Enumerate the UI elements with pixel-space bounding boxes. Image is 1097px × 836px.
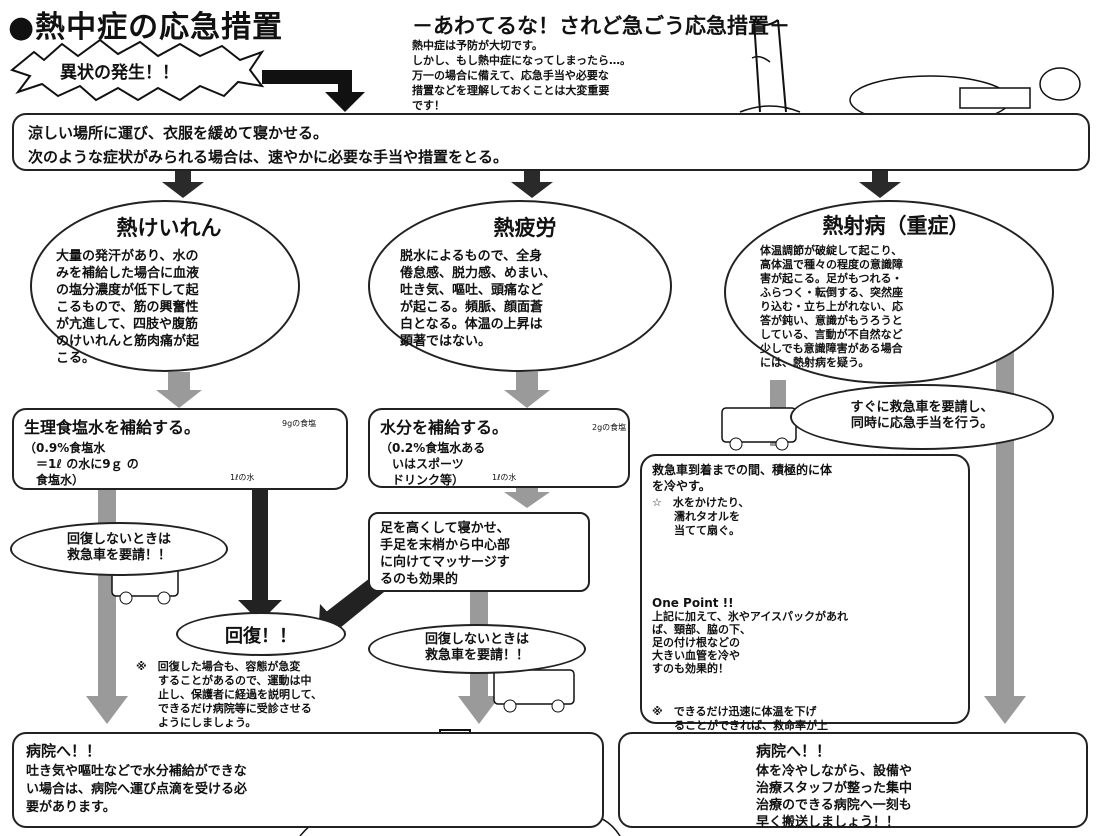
alert-burst <box>9 38 265 102</box>
heat-exhaustion-circle: 熱疲労 脱水によるもので、全身 倦怠感、脱力感、めまい、 吐き気、嘔吐、頭痛など… <box>368 200 672 372</box>
ambulance-call-text: すぐに救急車を要請し、 同時に応急手当を行う。 <box>850 400 994 431</box>
alert-label: 異状の発生！！ <box>60 63 179 83</box>
heat-cramps-title: 熱けいれん <box>116 216 222 240</box>
no-recovery-text-left: 回復しないときは 救急車を要請！！ <box>66 532 171 563</box>
massage-text: 足を高くして寝かせ、 手足を末梢から中心部 に向けてマッサージす るのも効果的 <box>380 521 511 587</box>
cooling-box: 救急車到着までの間、積極的に体 を冷やす。 ☆ 水をかけたり、 濡れタオルを 当… <box>640 454 970 746</box>
heat-cramps-description: 大量の発汗があり、水の みを補給した場合に血液 の塩分濃度が低下して起 こるもの… <box>56 249 200 366</box>
massage-box: 足を高くして寝かせ、 手足を末梢から中心部 に向けてマッサージす るのも効果的 <box>368 512 590 592</box>
no-recovery-ellipse-left: 回復しないときは 救急車を要請！！ <box>10 522 228 576</box>
recovery-note: ※ 回復した場合も、容態が急変 することがあるので、運動は中 止し、保護者に経過… <box>136 660 323 729</box>
first-aid-line-2: 次のような症状がみられる場合は、速やかに必要な手当や措置をとる。 <box>28 148 509 166</box>
heat-stroke-title: 熱射病（重症） <box>822 214 970 238</box>
hospital-left-box: 病院へ！！ 吐き気や嘔吐などで水分補給ができな い場合は、病院へ運び点滴を受ける… <box>12 732 604 828</box>
bottle-label-salt-left: 9gの食塩 <box>282 419 317 428</box>
ambulance-call-ellipse: すぐに救急車を要請し、 同時に応急手当を行う。 <box>790 384 1054 450</box>
hospital-left-title: 病院へ！！ <box>26 742 102 760</box>
page-subtitle: －あわてるな！されど急ごう応急措置－ <box>412 14 790 38</box>
first-aid-line-1: 涼しい場所に運び、衣服を緩めて寝かせる。 <box>28 124 329 142</box>
heat-stroke-description: 体温調節が破綻して起こり、 高体温で種々の程度の意識障 害が起こる。足がもつれる… <box>760 244 903 369</box>
no-recovery-ellipse-center: 回復しないときは 救急車を要請！！ <box>368 624 586 674</box>
ambulance-illustration-right-top <box>721 407 797 451</box>
saline-title: 生理食塩水を補給する。 <box>24 418 201 437</box>
lying-person-illustration <box>849 67 1081 135</box>
water-box: 水分を補給する。 （0.2%食塩水ある いはスポーツ ドリンク等） 2gの食塩 … <box>368 408 630 488</box>
first-aid-banner: 涼しい場所に運び、衣服を緩めて寝かせる。 次のような症状がみられる場合は、速やか… <box>12 113 1090 171</box>
bottle-label-water-left: 1ℓの水 <box>230 473 255 482</box>
recovery-label: 回復！！ <box>225 626 297 647</box>
saline-detail: （0.9%食塩水 ＝1ℓ の水に9ｇ の 食塩水） <box>24 441 139 487</box>
one-point-title: One Point !! <box>652 596 734 610</box>
hospital-right-text: 体を冷やしながら、設備や 治療スタッフが整った集中 治療のできる病院へ一刻も 早… <box>756 764 913 830</box>
cooling-tip: ☆ 水をかけたり、 濡れタオルを 当てて扇ぐ。 <box>652 496 750 537</box>
recovery-ellipse: 回復！！ <box>176 612 346 656</box>
tree-illustration <box>739 19 801 113</box>
heat-stroke-circle: 熱射病（重症） 体温調節が破綻して起こり、 高体温で種々の程度の意識障 害が起こ… <box>724 200 1054 384</box>
hospital-left-text: 吐き気や嘔吐などで水分補給ができな い場合は、病院へ運び点滴を受ける必 要があり… <box>26 764 248 815</box>
one-point-text: 上記に加えて、氷やアイスパックがあれ ば、頸部、脇の下、 足の付け根などの 大き… <box>652 610 849 675</box>
heat-exhaustion-title: 熱疲労 <box>493 216 557 240</box>
water-title: 水分を補給する。 <box>380 418 509 437</box>
bottle-label-salt-center: 2gの食塩 <box>592 423 627 432</box>
saline-box: 生理食塩水を補給する。 （0.9%食塩水 ＝1ℓ の水に9ｇ の 食塩水） 9g… <box>12 408 348 490</box>
alert-arrow <box>262 70 365 112</box>
intro-text: 熱中症は予防が大切です。 しかし、もし熱中症になってしまったら…。 万一の場合に… <box>412 39 632 112</box>
hospital-right-box: 病院へ！！ 体を冷やしながら、設備や 治療スタッフが整った集中 治療のできる病院… <box>618 732 1088 830</box>
heat-exhaustion-description: 脱水によるもので、全身 倦怠感、脱力感、めまい、 吐き気、嘔吐、頭痛など が起こ… <box>400 249 557 349</box>
hospital-right-title: 病院へ！！ <box>756 742 832 760</box>
no-recovery-text-center: 回復しないときは 救急車を要請！！ <box>424 632 529 663</box>
water-detail: （0.2%食塩水ある いはスポーツ ドリンク等） <box>380 441 486 487</box>
bottle-label-water-center: 1ℓの水 <box>492 473 517 482</box>
heat-cramps-circle: 熱けいれん 大量の発汗があり、水の みを補給した場合に血液 の塩分濃度が低下して… <box>30 200 300 372</box>
page-title: ●熱中症の応急措置 <box>8 10 284 45</box>
banner-arrows <box>162 171 901 198</box>
cooling-title: 救急車到着までの間、積極的に体 を冷やす。 <box>652 463 833 493</box>
ambulance-illustration-center <box>493 669 575 713</box>
